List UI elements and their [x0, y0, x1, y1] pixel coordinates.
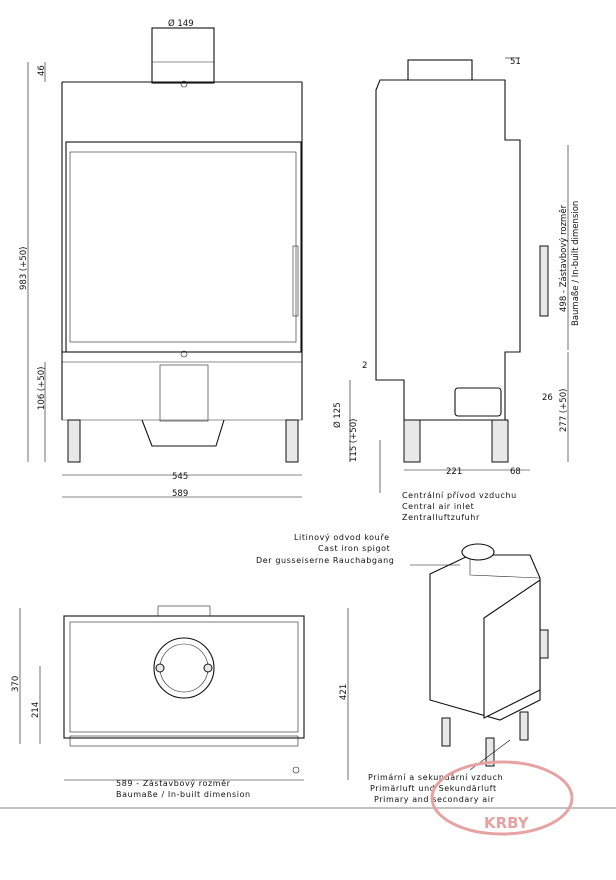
front-view: [61, 27, 303, 463]
dim-51: 51: [510, 57, 521, 67]
dim-26: 26: [542, 393, 553, 403]
dim-115: 115 (+50): [349, 419, 359, 463]
central-air-label-en: Central air inlet: [402, 502, 474, 511]
dim-589-inbuilt: 589 - Zástavbový rozměr: [116, 779, 231, 788]
watermark-ellipse: [430, 760, 574, 836]
dim-983: 983 (+50): [19, 247, 29, 291]
dimension-lines: [0, 57, 616, 809]
dim-125: Ø 125: [332, 402, 343, 428]
dim-370: 370: [11, 676, 21, 692]
cast-iron-label-en: Cast iron spigot: [318, 544, 390, 553]
central-air-label-cz: Centrální přívod vzduchu: [402, 491, 517, 500]
dim-277: 277 (+50): [559, 389, 569, 433]
dim-2: 2: [362, 361, 367, 371]
iso-view: [429, 543, 549, 767]
dim-68: 68: [510, 467, 521, 477]
dim-589-inbuilt-sub: Baumaße / In-built dimension: [116, 790, 251, 799]
dim-106: 106 (+50): [37, 367, 47, 411]
central-air-label-de: Zentralluftzufuhr: [402, 513, 480, 522]
dim-46: 46: [37, 65, 47, 76]
dim-221: 221: [446, 467, 462, 477]
cast-iron-label-cz: Litinový odvod kouře: [294, 533, 390, 542]
side-view: [375, 59, 549, 463]
dim-diameter-149: Ø 149: [168, 18, 194, 29]
primary-air-label-cz: Primární a sekundární vzduch: [368, 773, 503, 782]
primary-air-label-en: Primary and secondary air: [374, 795, 495, 804]
dim-498-sub: Baumaße / In-built dimension: [571, 201, 581, 326]
dim-421: 421: [339, 684, 349, 700]
dim-589: 589: [172, 489, 188, 499]
cast-iron-label-de: Der gusseiserne Rauchabgang: [256, 556, 394, 565]
top-view: [63, 605, 305, 774]
dim-498: 498 - Zástavbový rozměr: [559, 204, 569, 312]
dim-545: 545: [172, 472, 188, 482]
dim-214: 214: [31, 702, 41, 718]
watermark-text: KRBY: [484, 814, 530, 832]
